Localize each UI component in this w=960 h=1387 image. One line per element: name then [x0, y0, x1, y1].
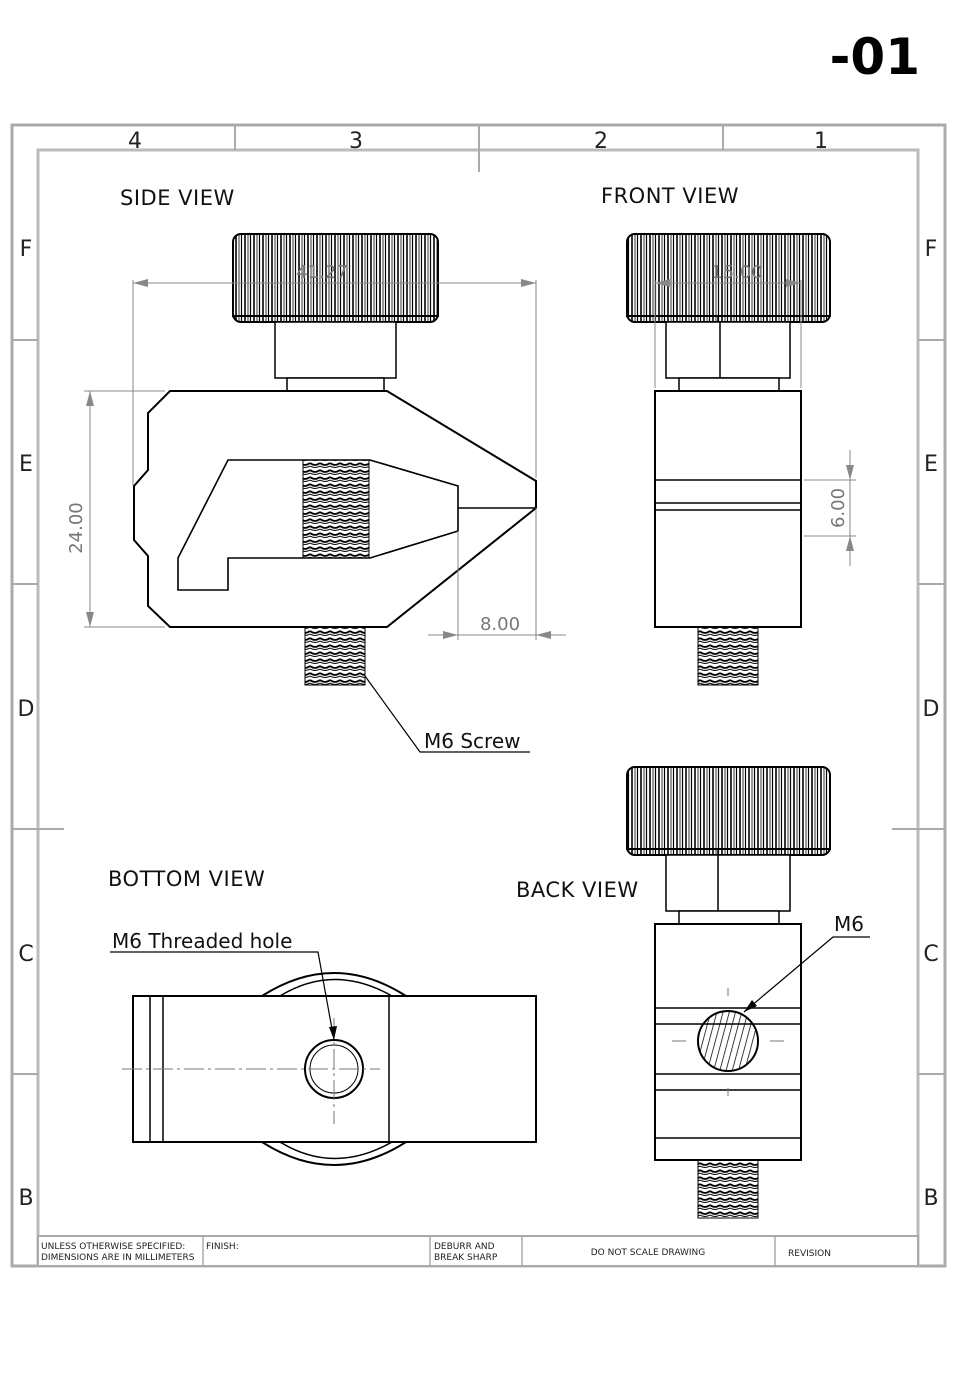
- zone-column-4: 4: [128, 129, 142, 154]
- title-block-spec-line1: UNLESS OTHERWISE SPECIFIED:: [41, 1242, 185, 1252]
- dim-side-height: 24.00: [66, 502, 87, 554]
- dim-front-width: 15.00: [711, 262, 763, 283]
- callout-m6-threaded-hole: M6 Threaded hole: [112, 929, 292, 953]
- title-block-deburr-line1: DEBURR AND: [434, 1242, 495, 1252]
- zone-row-c-right: C: [923, 942, 938, 967]
- dim-front-height: 6.00: [828, 488, 849, 528]
- front-view: [626, 233, 856, 686]
- back-view: [626, 766, 870, 1219]
- zone-row-d-right: D: [923, 697, 940, 722]
- zone-column-2: 2: [594, 129, 608, 154]
- zone-row-f-left: F: [20, 237, 33, 262]
- zone-row-e-right: E: [924, 452, 938, 477]
- dim-side-offset: 8.00: [480, 614, 520, 635]
- zone-row-e-left: E: [19, 452, 33, 477]
- callout-m6-screw: M6 Screw: [424, 729, 520, 753]
- title-block-no-scale: DO NOT SCALE DRAWING: [591, 1248, 706, 1258]
- sheet-id: -01: [829, 28, 920, 86]
- zone-row-b-right: B: [923, 1186, 938, 1211]
- title-block-revision: REVISION: [788, 1249, 831, 1259]
- dim-side-width: 41.27: [296, 262, 348, 283]
- front-view-title: FRONT VIEW: [601, 184, 739, 208]
- title-block-finish: FINISH:: [206, 1242, 239, 1252]
- zone-row-f-right: F: [925, 237, 938, 262]
- back-view-title: BACK VIEW: [516, 878, 639, 902]
- title-block-spec-line2: DIMENSIONS ARE IN MILLIMETERS: [41, 1253, 195, 1263]
- title-block: [37, 1235, 919, 1267]
- title-block-deburr-line2: BREAK SHARP: [434, 1253, 498, 1263]
- callout-m6-back: M6: [834, 912, 864, 936]
- side-view-title: SIDE VIEW: [120, 186, 235, 210]
- zone-row-b-left: B: [18, 1186, 33, 1211]
- zone-row-d-left: D: [18, 697, 35, 722]
- side-view: [84, 233, 566, 753]
- zone-column-1: 1: [814, 129, 828, 154]
- bottom-view: [110, 951, 537, 1166]
- bottom-view-title: BOTTOM VIEW: [108, 867, 265, 891]
- zone-row-c-left: C: [18, 942, 33, 967]
- zone-column-3: 3: [349, 129, 363, 154]
